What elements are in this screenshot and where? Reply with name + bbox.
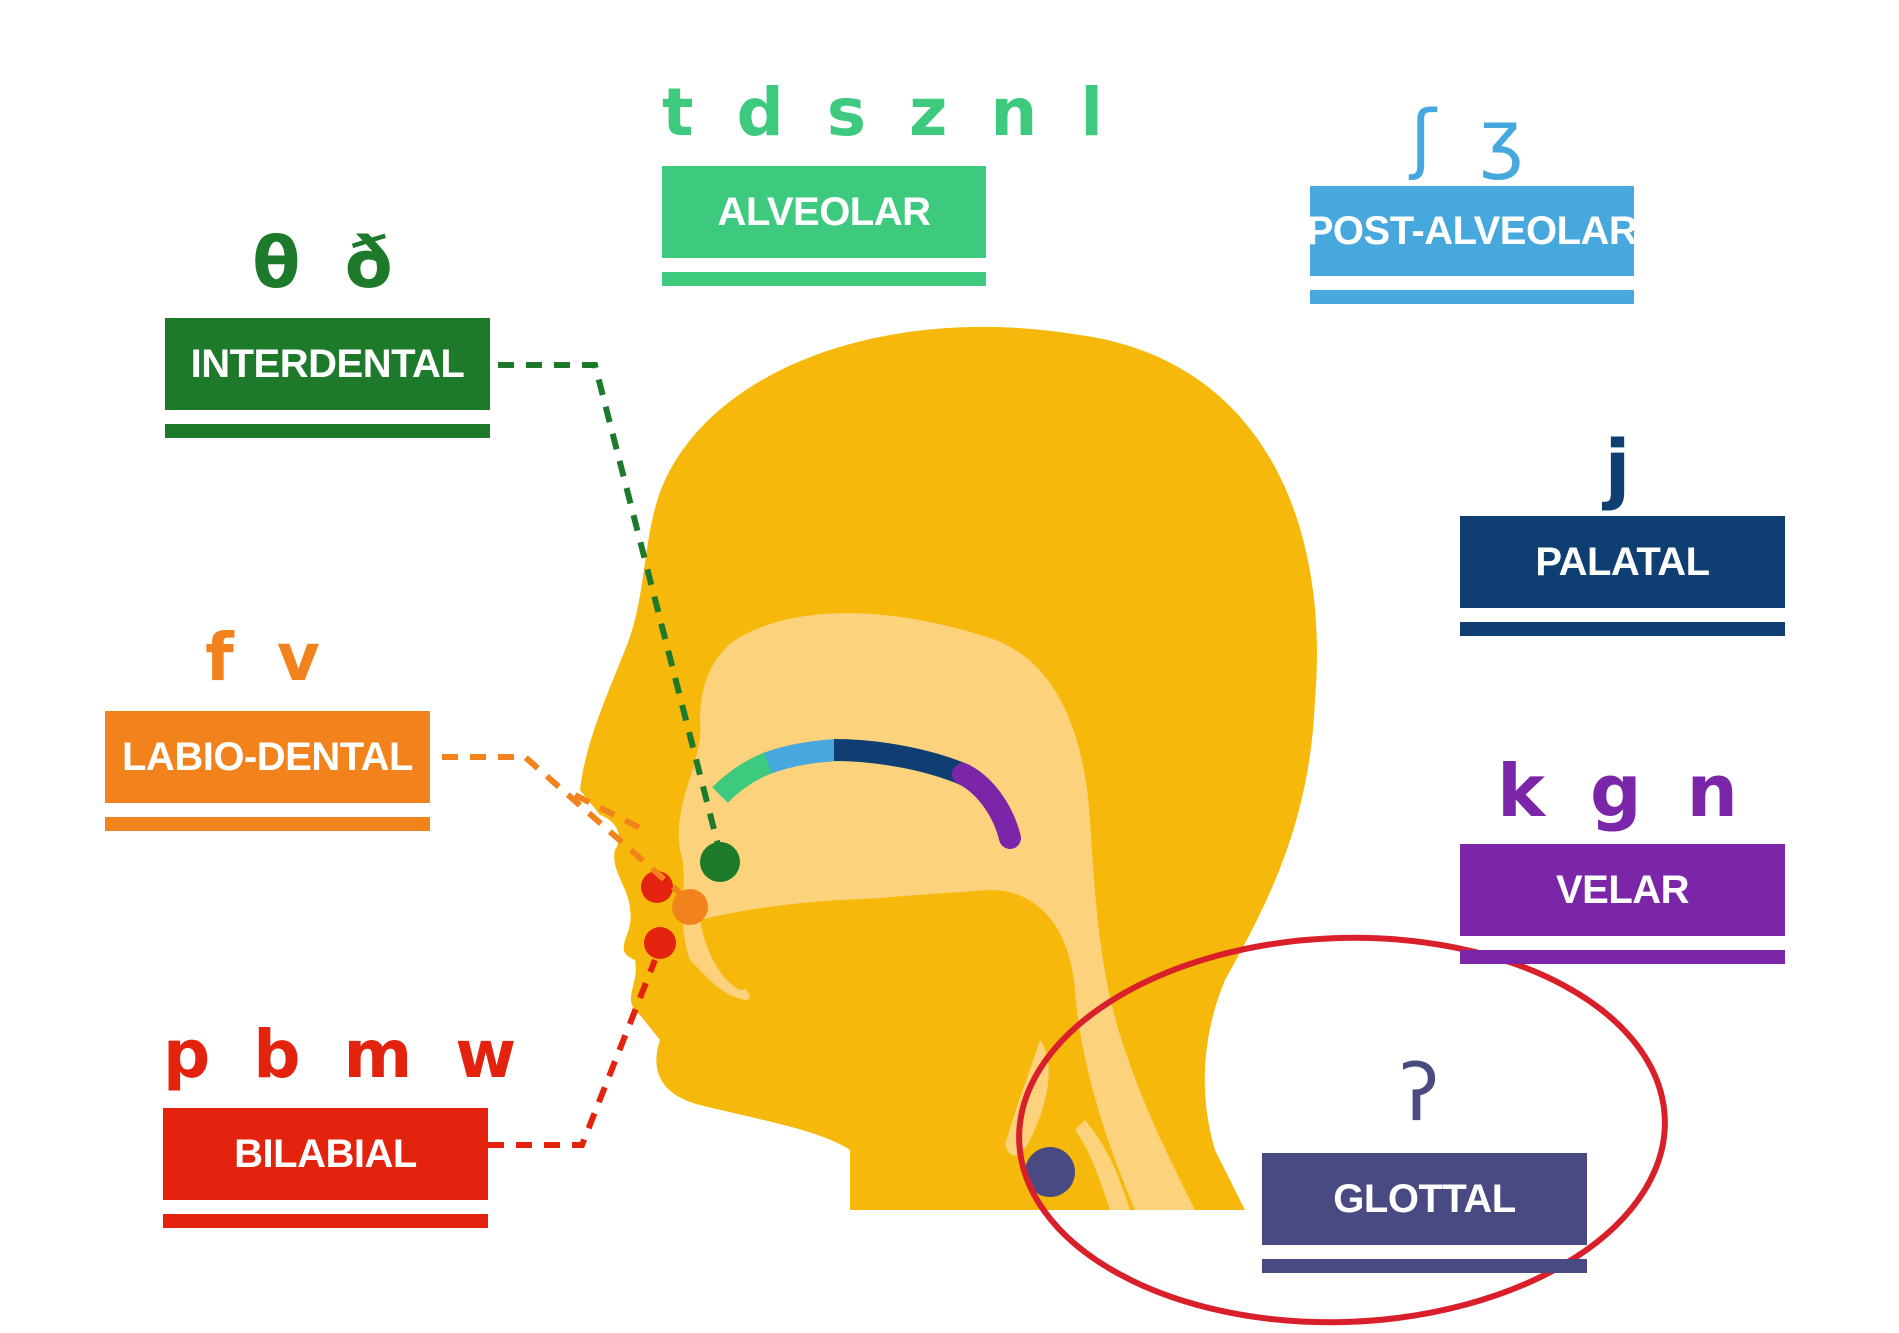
palate-post-alveolar-segment <box>768 750 836 763</box>
velar-underline <box>1460 950 1785 964</box>
place-bilabial: p b m w BILABIAL <box>163 1022 488 1228</box>
glottal-symbols: ʔ <box>1262 1055 1587 1133</box>
place-palatal: j PALATAL <box>1460 430 1785 636</box>
labio-dental-underline <box>105 817 430 831</box>
bilabial-underline <box>163 1214 488 1228</box>
place-alveolar: t d s z n l ALVEOLAR <box>662 80 986 286</box>
alveolar-label: ALVEOLAR <box>662 166 986 258</box>
palatal-symbols: j <box>1460 430 1785 506</box>
interdental-symbols: θ ð <box>165 228 490 298</box>
alveolar-underline <box>662 272 986 286</box>
palatal-underline <box>1460 622 1785 636</box>
alveolar-symbols: t d s z n l <box>662 80 986 146</box>
palatal-label: PALATAL <box>1460 516 1785 608</box>
post-alveolar-label: POST-ALVEOLAR <box>1310 186 1634 276</box>
labio-dental-symbols: f v <box>105 625 430 691</box>
post-alveolar-underline <box>1310 290 1634 304</box>
bilabial-lower-dot <box>644 927 676 959</box>
place-interdental: θ ð INTERDENTAL <box>165 228 490 438</box>
place-velar: k g n VELAR <box>1460 755 1785 964</box>
interdental-dot <box>700 842 740 882</box>
glottal-label: GLOTTAL <box>1262 1153 1587 1245</box>
bilabial-symbols: p b m w <box>163 1022 488 1088</box>
post-alveolar-symbols: ʃ ʒ <box>1310 100 1634 176</box>
place-glottal: ʔ GLOTTAL <box>1262 1055 1587 1273</box>
velar-label: VELAR <box>1460 844 1785 936</box>
interdental-underline <box>165 424 490 438</box>
place-labio-dental: f v LABIO-DENTAL <box>105 625 430 831</box>
glottal-underline <box>1262 1259 1587 1273</box>
bilabial-label: BILABIAL <box>163 1108 488 1200</box>
velar-symbols: k g n <box>1460 755 1785 827</box>
interdental-label: INTERDENTAL <box>165 318 490 410</box>
place-post-alveolar: ʃ ʒ POST-ALVEOLAR <box>1310 100 1634 304</box>
labio-dental-label: LABIO-DENTAL <box>105 711 430 803</box>
